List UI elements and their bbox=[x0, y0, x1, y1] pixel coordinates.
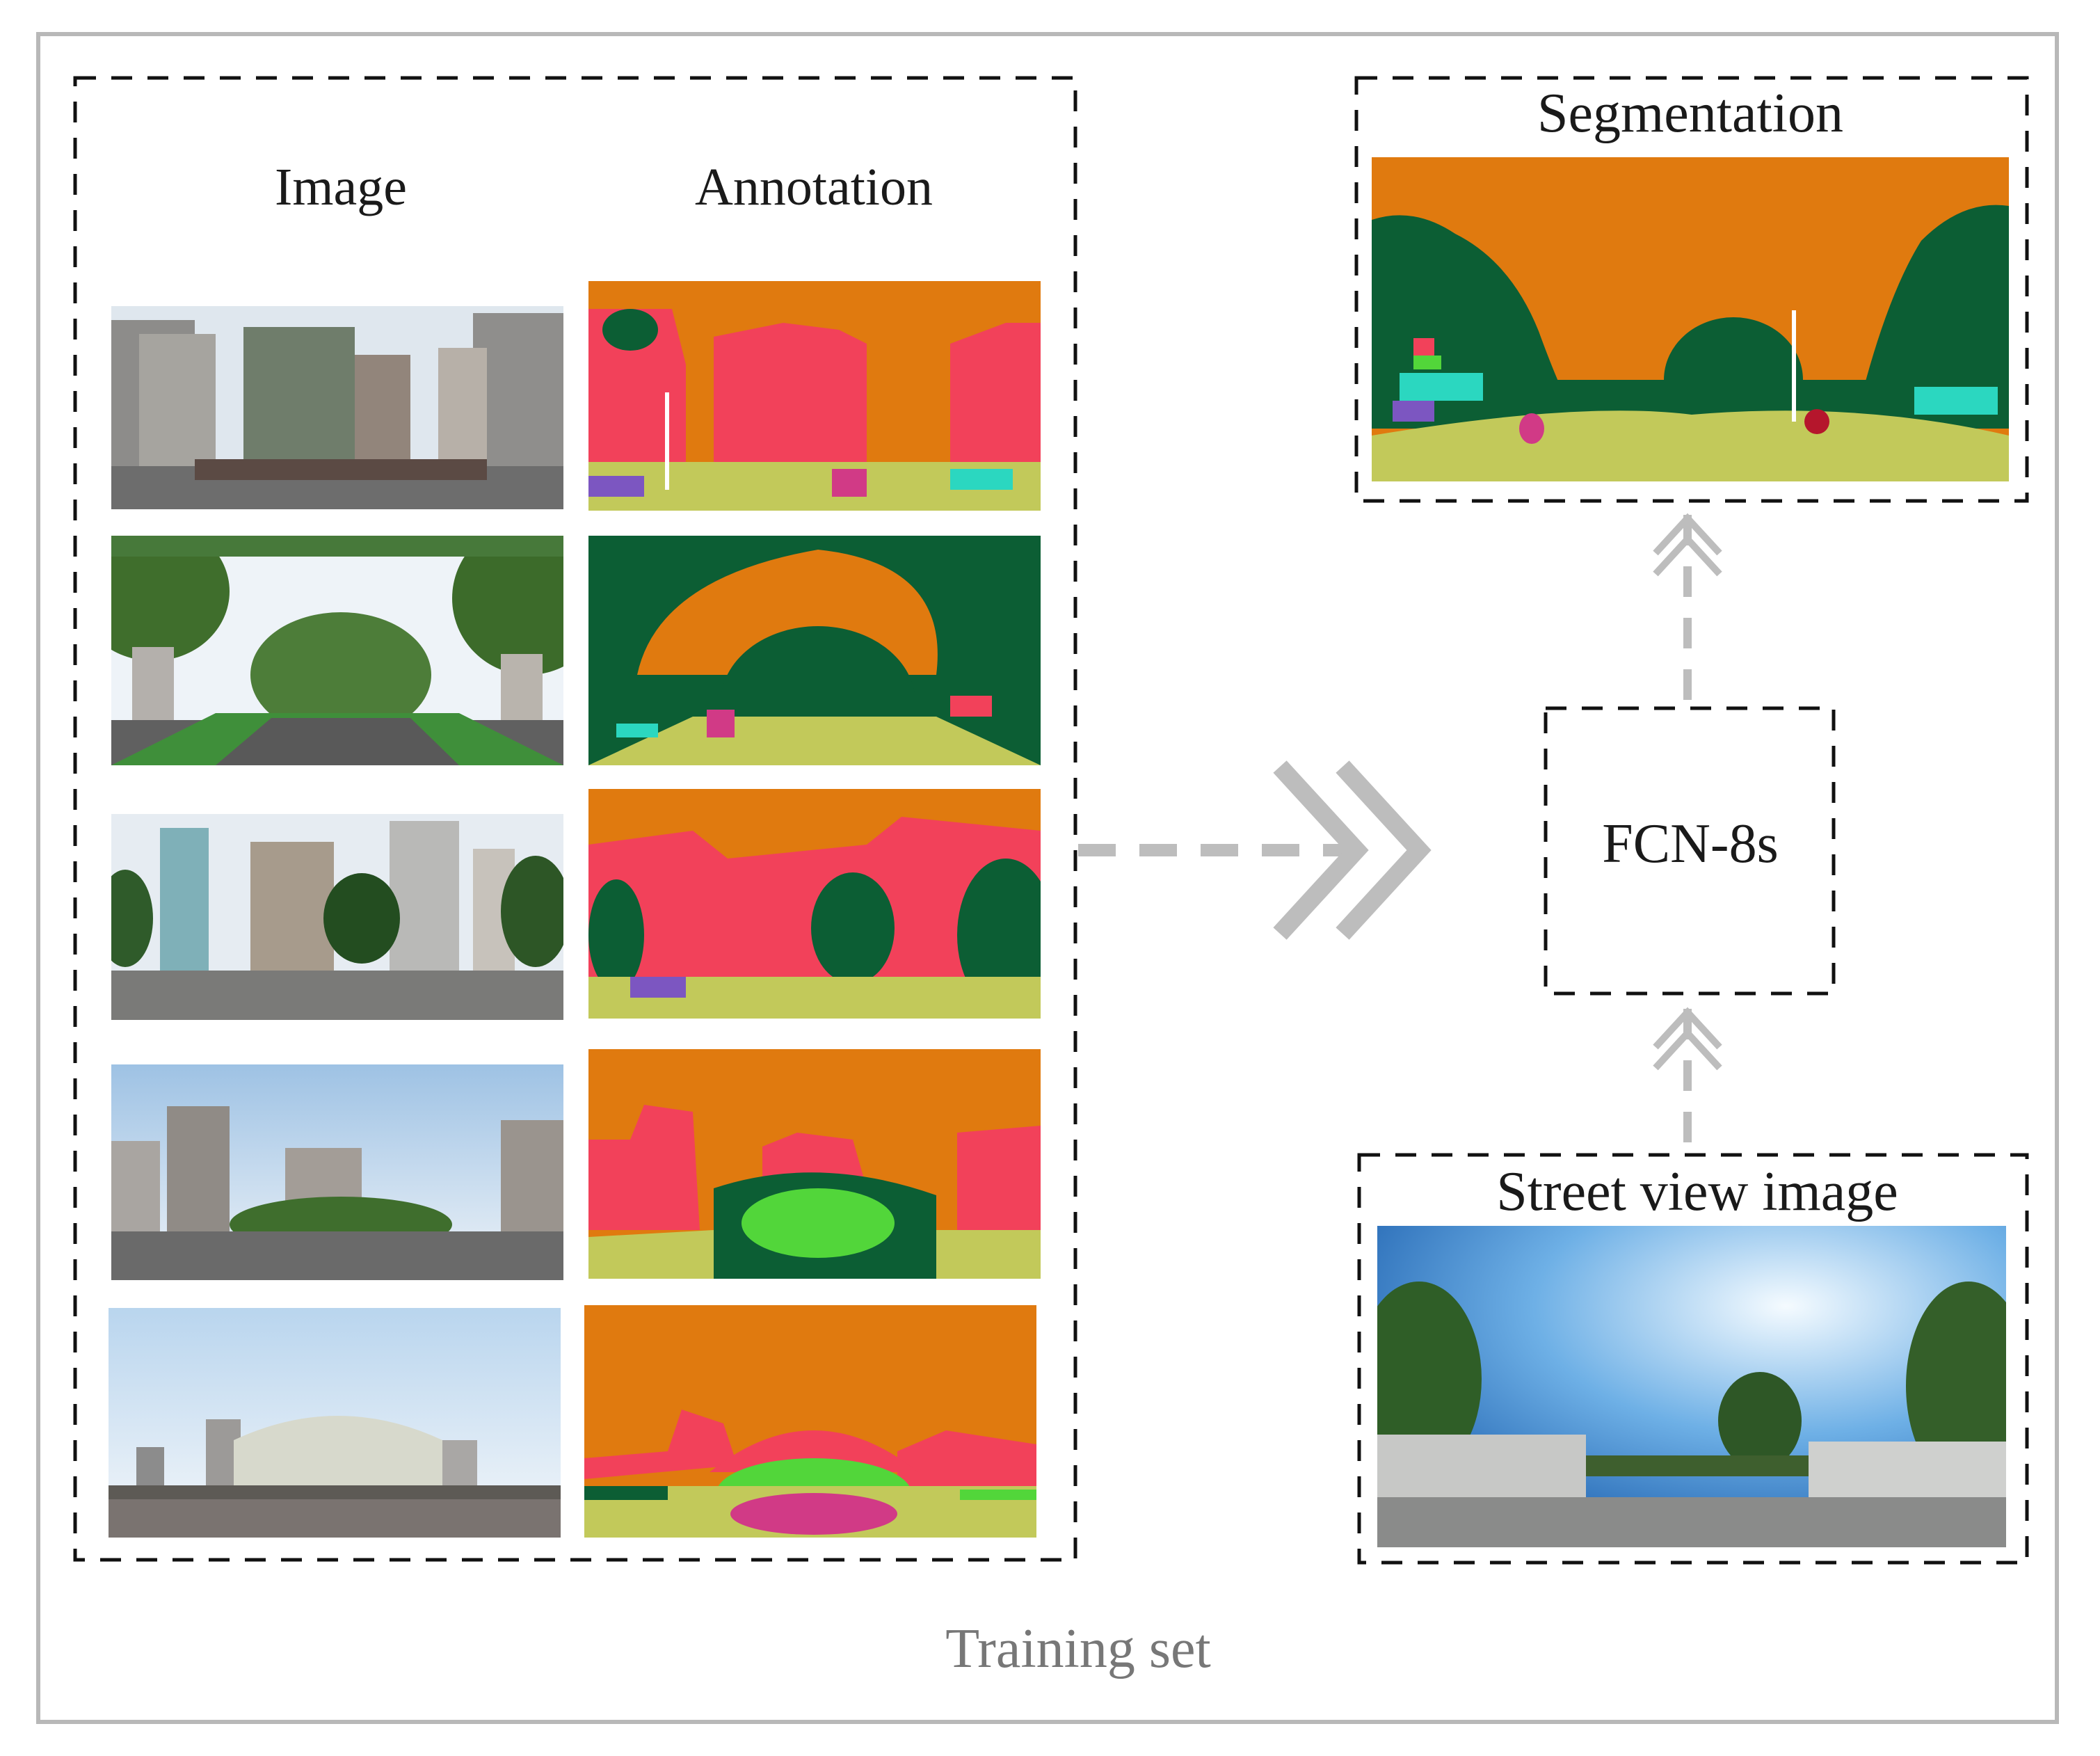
street-view-photo bbox=[1377, 1226, 2006, 1547]
street-photo-2 bbox=[111, 536, 563, 765]
street-photo-5 bbox=[109, 1308, 561, 1538]
street-photo-4 bbox=[111, 1064, 563, 1280]
street-photo-1 bbox=[111, 306, 563, 509]
annotation-map-5 bbox=[584, 1305, 1036, 1538]
segmentation-box bbox=[1354, 76, 2029, 503]
double-chevron-right-icon bbox=[1273, 760, 1432, 940]
annotation-map-1 bbox=[588, 281, 1041, 511]
annotation-map-3 bbox=[588, 789, 1041, 1019]
street-photo-3 bbox=[111, 814, 563, 1020]
double-chevron-up-icon bbox=[1653, 1007, 1722, 1071]
training-set-label: Training set bbox=[945, 1618, 1211, 1679]
street-view-box bbox=[1357, 1153, 2029, 1565]
annotation-map-2 bbox=[588, 536, 1041, 765]
segmentation-heading: Segmentation bbox=[1537, 83, 1843, 144]
segmentation-result bbox=[1372, 157, 2009, 481]
training-set-box bbox=[73, 76, 1077, 1562]
annotation-map-4 bbox=[588, 1049, 1041, 1279]
annotation-column-heading: Annotation bbox=[695, 158, 933, 216]
outer-frame bbox=[36, 32, 2059, 1724]
street-view-heading: Street view image bbox=[1496, 1161, 1898, 1222]
double-chevron-up-icon bbox=[1653, 513, 1722, 577]
model-label: FCN-8s bbox=[1602, 813, 1779, 875]
image-column-heading: Image bbox=[275, 158, 407, 216]
